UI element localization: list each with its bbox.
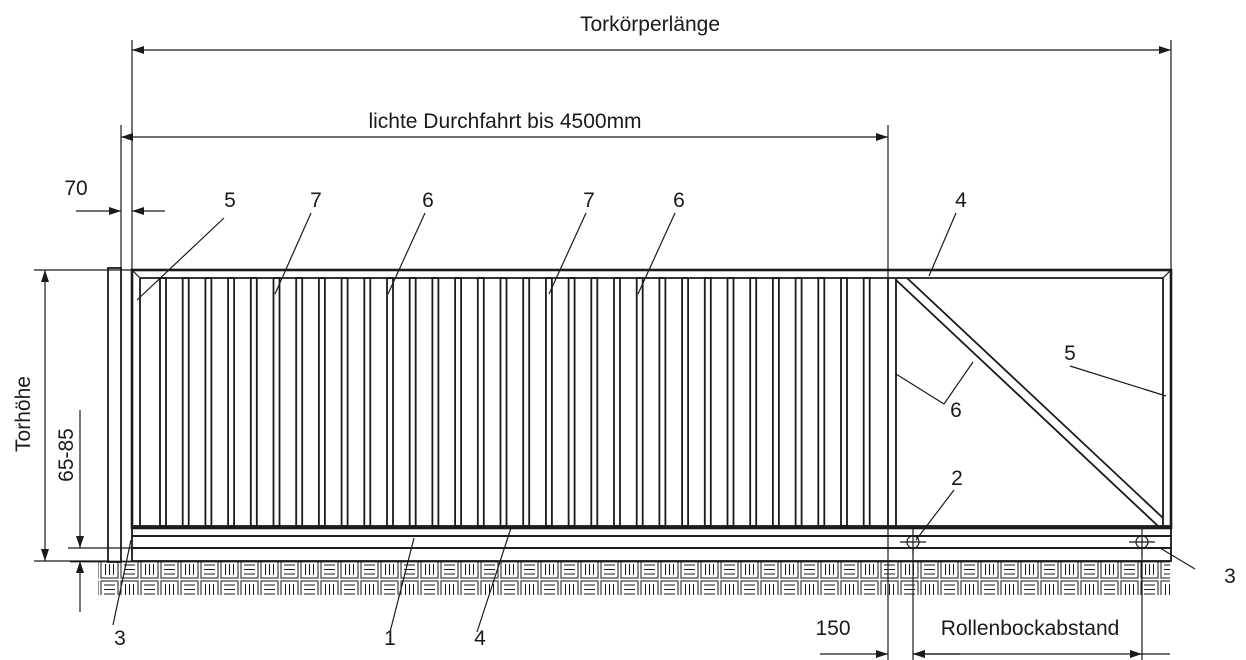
callout-leaders [112, 212, 1196, 633]
callout-7-left: 7 [310, 189, 322, 212]
roller-spacing-label: Rollenbockabstand [941, 617, 1120, 640]
vertical-bar [295, 277, 304, 527]
vertical-bar [499, 277, 508, 527]
vertical-bar [272, 277, 281, 527]
vertical-bar [772, 277, 780, 527]
vertical-bar [545, 277, 553, 527]
ground-clearance-label: 65-85 [55, 428, 78, 482]
vertical-bar [454, 277, 463, 527]
vertical-bar [749, 277, 758, 527]
vertical-bar [590, 277, 599, 527]
callout-4-bottom: 4 [474, 627, 486, 650]
vertical-bar [840, 277, 848, 527]
gate-height-label: Torhöhe [12, 376, 35, 452]
vertical-bar [249, 277, 258, 527]
vertical-bar [408, 277, 417, 527]
callout-1: 1 [384, 627, 396, 650]
callout-6-right: 6 [950, 399, 962, 422]
vertical-bar [159, 277, 167, 527]
vertical-bar [613, 277, 621, 527]
callout-5-left: 5 [224, 189, 236, 212]
vertical-bar [386, 277, 394, 527]
callout-3-right: 3 [1224, 565, 1236, 588]
vertical-bar [181, 277, 190, 527]
vertical-bar [681, 277, 689, 527]
bottom-rail [131, 525, 1172, 562]
dim-ground-clearance [68, 410, 132, 612]
vertical-bar [817, 277, 826, 527]
vertical-bar [635, 277, 644, 527]
dim-overall-length [131, 40, 1172, 270]
vertical-bar [317, 277, 326, 527]
vertical-bar [340, 277, 349, 527]
callout-5-right: 5 [1064, 342, 1076, 365]
vertical-bar [476, 277, 485, 527]
overall-length-label: Torkörperlänge [580, 13, 720, 36]
vertical-bar [862, 277, 871, 527]
end-offset-label: 150 [815, 617, 850, 640]
callout-7-mid: 7 [583, 189, 595, 212]
callout-6-mid: 6 [673, 189, 685, 212]
vertical-bar [794, 277, 803, 527]
vertical-bar [658, 277, 667, 527]
vertical-bar [703, 277, 712, 527]
vertical-bar [227, 277, 236, 527]
vertical-bar [204, 277, 213, 527]
vertical-bar [522, 277, 531, 527]
vertical-bar [726, 277, 735, 527]
gate-post [107, 267, 122, 563]
gate-frame [130, 268, 1173, 530]
clear-passage-label: lichte Durchfahrt bis 4500mm [368, 110, 641, 133]
callout-2: 2 [951, 467, 963, 490]
post-offset-label: 70 [64, 177, 87, 200]
callout-4-top: 4 [955, 189, 967, 212]
vertical-bar [363, 277, 372, 527]
callout-6-left: 6 [422, 189, 434, 212]
diagonal-brace [895, 277, 1164, 527]
vertical-bar [567, 277, 576, 527]
dim-gate-height [34, 269, 132, 562]
dim-roller-spacing [820, 548, 1170, 660]
dim-clear-passage [120, 125, 889, 660]
ground-paving [70, 560, 1170, 595]
vertical-bars [159, 277, 871, 527]
vertical-bar [431, 277, 440, 527]
callout-3-left: 3 [114, 627, 126, 650]
